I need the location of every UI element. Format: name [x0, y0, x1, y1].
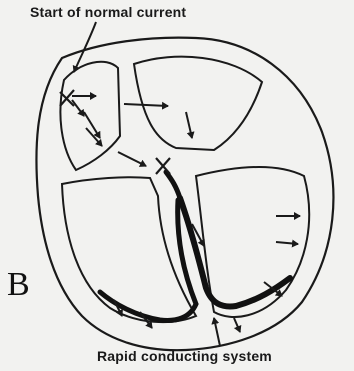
av-node-mark [156, 158, 170, 174]
panel-letter: B [7, 266, 30, 304]
label-arrow [214, 318, 220, 346]
impulse-arrow [124, 104, 168, 106]
impulse-arrow [186, 112, 192, 138]
left-ventricle [196, 167, 309, 317]
left-atrium [134, 57, 262, 150]
impulse-arrow [276, 242, 298, 244]
impulse-arrow [234, 318, 240, 332]
right-atrium [60, 62, 120, 170]
rapid-conducting-system-label: Rapid conducting system [97, 348, 272, 364]
impulse-arrow [118, 152, 146, 166]
start-of-current-label: Start of normal current [30, 4, 186, 20]
heart-outer-wall [36, 38, 333, 351]
av-node-bundle [166, 172, 180, 198]
impulse-arrow [72, 100, 84, 116]
